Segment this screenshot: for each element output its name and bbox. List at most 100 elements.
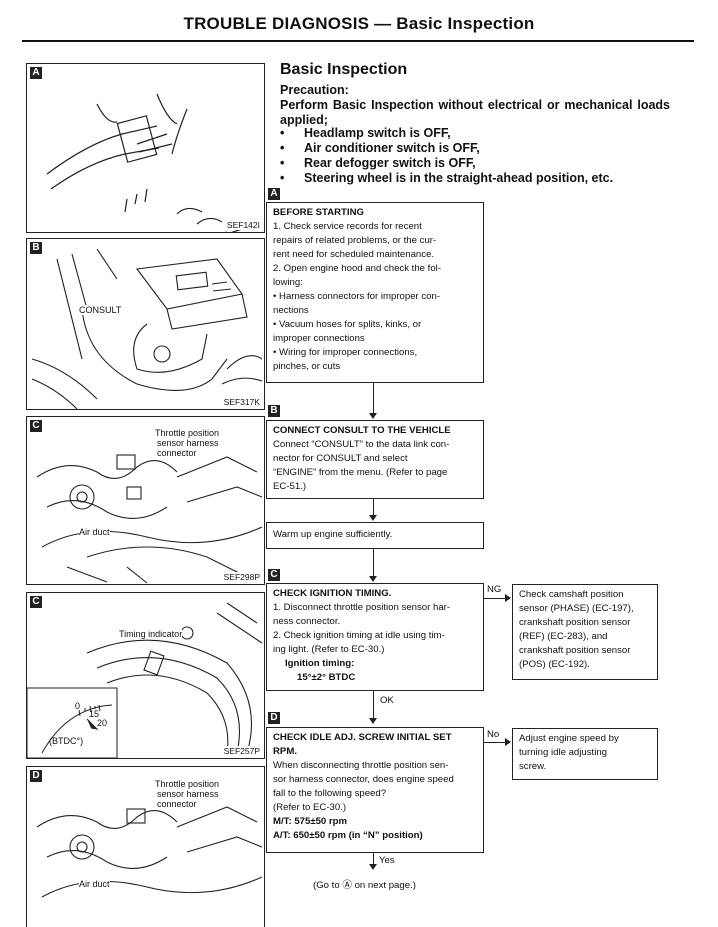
box-line: • Harness connectors for improper con-: [273, 291, 441, 302]
box-line: lowing:: [273, 277, 303, 288]
figure-id: SEF142I: [225, 220, 261, 230]
throttle-label-2: sensor harness: [157, 789, 219, 799]
throttle-label-3: connector: [157, 799, 197, 809]
check-ignition-box: CHECK IGNITION TIMING. 1. Disconnect thr…: [266, 583, 484, 691]
precaution-list: •Headlamp switch is OFF, •Air conditione…: [280, 126, 613, 186]
connect-consult-box: CONNECT CONSULT TO THE VEHICLE Connect “…: [266, 420, 484, 499]
list-item: •Steering wheel is in the straight-ahead…: [280, 171, 614, 185]
consult-label: CONSULT: [79, 305, 122, 315]
branch-arrow-head: [505, 594, 511, 602]
flow-arrow: [373, 549, 374, 577]
throttle-label-3: connector: [157, 448, 197, 458]
box-line: crankshaft position sensor: [519, 645, 631, 656]
box-line: Adjust engine speed by: [519, 733, 619, 744]
box-line: (POS) (EC-192).: [519, 659, 590, 670]
mt-spec: M/T: 575±50 rpm: [273, 816, 348, 827]
step-tag-c: C: [268, 569, 280, 581]
branch-line: [484, 742, 506, 743]
box-line: 1. Check service records for recent: [273, 221, 422, 232]
box-line: sensor (PHASE) (EC-197),: [519, 603, 634, 614]
branch-line: [484, 598, 506, 599]
box-line: • Vacuum hoses for splits, kinks, or: [273, 319, 422, 330]
box-title: BEFORE STARTING: [273, 207, 364, 218]
throttle-label-1: Throttle position: [155, 779, 220, 789]
air-duct-label: Air duct: [79, 527, 110, 537]
figure-tag: B: [30, 242, 42, 254]
precaution-label: Precaution:: [280, 83, 349, 97]
yes-label: Yes: [379, 855, 395, 866]
figure-id: SEF317K: [222, 397, 261, 407]
box-line: ing light. (Refer to EC-30.): [273, 644, 385, 655]
figure-c-timing: C Timing indicator 0 15 20 (BTDC°) SEF25…: [26, 592, 265, 759]
box-line: fall to the following speed?: [273, 788, 387, 799]
page-title: TROUBLE DIAGNOSIS — Basic Inspection: [183, 14, 535, 33]
box-title: RPM.: [273, 746, 297, 757]
box-title: CHECK IDLE ADJ. SCREW INITIAL SET: [273, 732, 452, 743]
precaution-text: Perform Basic Inspection without electri…: [280, 98, 670, 127]
box-line: screw.: [519, 761, 547, 772]
throttle-label-2: sensor harness: [157, 438, 219, 448]
box-line: Warm up engine sufficiently.: [273, 529, 393, 540]
ng-action-box: Check camshaft position sensor (PHASE) (…: [512, 584, 658, 680]
box-line: 1. Disconnect throttle position sensor h…: [273, 602, 451, 613]
flow-arrow: [373, 499, 374, 516]
spec-value: 15°±2° BTDC: [297, 672, 356, 683]
box-line: rent need for scheduled maintenance.: [273, 249, 435, 260]
box-line: repairs of related problems, or the cur-: [273, 235, 437, 246]
box-line: turning idle adjusting: [519, 747, 608, 758]
flow-arrow: [373, 853, 374, 865]
figure-b: B CONSULT SEF317K: [26, 238, 265, 410]
box-line: “ENGINE” from the menu. (Refer to page: [273, 467, 448, 478]
spec-label: Ignition timing:: [285, 658, 355, 669]
list-item: •Air conditioner switch is OFF,: [280, 141, 480, 155]
figure-d-throttle: D Throttle position sensor harness conne…: [26, 766, 265, 927]
figure-tag: C: [30, 596, 42, 608]
box-line: ness connector.: [273, 616, 341, 627]
scale-15: 15: [89, 709, 100, 719]
box-line: sor harness connector, does engine speed: [273, 774, 454, 785]
flow-arrow-head: [369, 515, 377, 521]
flow-arrow-head: [369, 864, 377, 870]
hose-illustration: [46, 93, 243, 232]
check-idle-box: CHECK IDLE ADJ. SCREW INITIAL SET RPM. W…: [266, 727, 484, 853]
engine-illustration: [36, 454, 263, 584]
box-line: (REF) (EC-283), and: [519, 631, 608, 642]
list-item: •Rear defogger switch is OFF,: [280, 156, 476, 170]
figure-tag: C: [30, 420, 42, 432]
box-title: CONNECT CONSULT TO THE VEHICLE: [273, 425, 451, 436]
at-spec: A/T: 650±50 rpm (in “N” position): [273, 830, 423, 841]
before-starting-box: BEFORE STARTING 1. Check service records…: [266, 202, 484, 383]
box-line: nector for CONSULT and select: [273, 453, 408, 464]
box-line: EC-51.): [273, 481, 307, 492]
throttle-label-1: Throttle position: [155, 428, 220, 438]
box-title: CHECK IGNITION TIMING.: [273, 588, 392, 599]
air-duct-label: Air duct: [79, 879, 110, 889]
box-line: improper connections: [273, 333, 365, 344]
box-line: (Refer to EC-30.): [273, 802, 347, 813]
list-item: •Headlamp switch is OFF,: [280, 126, 451, 140]
box-line: Check camshaft position: [519, 589, 624, 600]
figure-id: SEF257P: [222, 746, 261, 756]
flow-arrow: [373, 691, 374, 719]
engine-illustration: [36, 806, 263, 898]
flow-arrow-head: [369, 413, 377, 419]
step-tag-a: A: [268, 188, 280, 200]
btdc-label: (BTDC°): [49, 736, 84, 746]
box-line: nections: [273, 305, 309, 316]
box-line: • Wiring for improper connections,: [273, 347, 418, 358]
branch-arrow-head: [505, 738, 511, 746]
ok-label: OK: [380, 695, 394, 706]
box-line: 2. Check ignition timing at idle using t…: [273, 630, 445, 641]
figure-id: SEF298P: [222, 572, 261, 582]
title-rule: [22, 40, 694, 42]
goto-next-page: (Go to Ⓐ on next page.): [313, 880, 416, 891]
step-tag-d: D: [268, 712, 280, 724]
scale-20: 20: [97, 718, 108, 728]
timing-indicator-label: Timing indicator: [119, 629, 183, 639]
figure-tag: A: [30, 67, 42, 79]
box-line: pinches, or cuts: [273, 361, 341, 372]
section-title: Basic Inspection: [280, 61, 408, 78]
figure-a: A SEF142I: [26, 63, 265, 233]
box-line: crankshaft position sensor: [519, 617, 631, 628]
figure-tag: D: [30, 770, 42, 782]
